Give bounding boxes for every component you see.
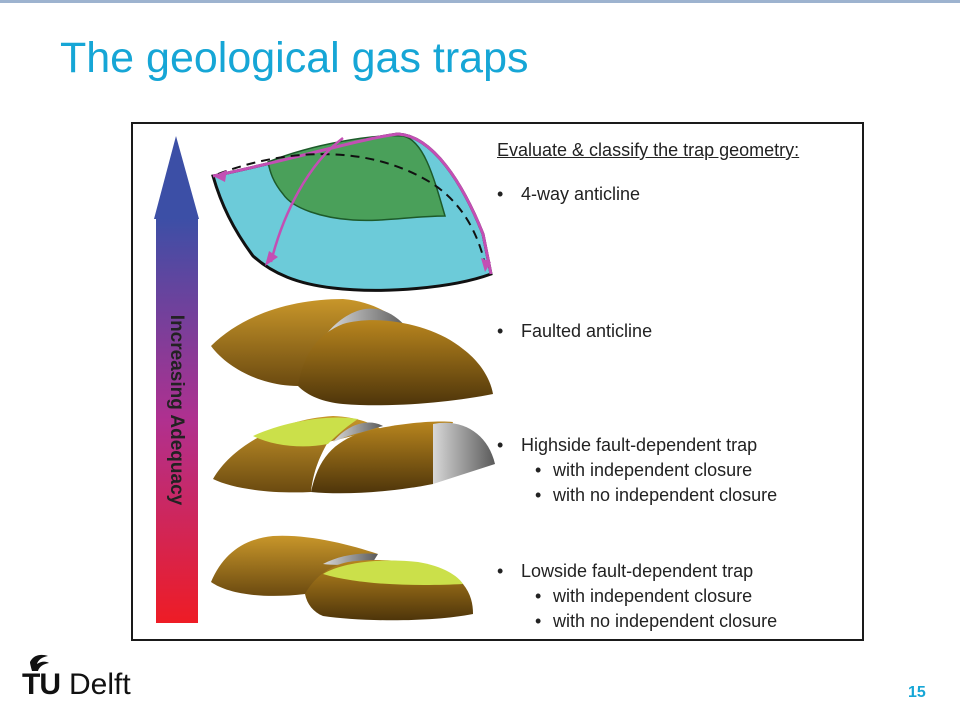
logo-name: Delft [69, 668, 131, 701]
highside-trap-illustration [213, 416, 495, 494]
list-subitem-highside-independent: with independent closure [553, 460, 753, 480]
list-heading: Evaluate & classify the trap geometry: [497, 140, 800, 160]
sub-bullet-glyph: • [535, 586, 542, 606]
sub-bullet-glyph: • [535, 485, 542, 505]
bullet-glyph: • [497, 184, 504, 204]
trap-geometry-figure: Increasing Adequacy Evaluate & classify … [131, 122, 864, 641]
list-item-highside-trap: Highside fault-dependent trap [521, 435, 758, 455]
bullet-glyph: • [497, 561, 504, 581]
list-subitem-lowside-no-independent: with no independent closure [553, 611, 778, 631]
list-subitem-lowside-independent: with independent closure [553, 586, 753, 606]
list-item-faulted-anticline: Faulted anticline [521, 321, 653, 341]
trap-diagrams [154, 132, 495, 623]
list-item-lowside-trap: Lowside fault-dependent trap [521, 561, 754, 581]
logo-mark: TU [22, 668, 61, 701]
slide-title: The geological gas traps [60, 34, 529, 82]
bullet-glyph: • [497, 321, 504, 341]
list-item-four-way-anticline: 4-way anticline [521, 184, 641, 204]
adequacy-arrow [154, 136, 199, 623]
page-number: 15 [908, 684, 926, 701]
flame-icon [30, 654, 49, 671]
lowside-trap-illustration [211, 535, 473, 621]
classification-list: Evaluate & classify the trap geometry: •… [133, 124, 866, 643]
sub-bullet-glyph: • [535, 460, 542, 480]
tu-delft-logo: TU Delft [22, 652, 142, 702]
top-rule [0, 0, 960, 3]
list-subitem-highside-no-independent: with no independent closure [553, 485, 778, 505]
four-way-anticline-illustration [211, 132, 493, 292]
sub-bullet-glyph: • [535, 611, 542, 631]
bullet-glyph: • [497, 435, 504, 455]
faulted-anticline-illustration [211, 299, 493, 406]
